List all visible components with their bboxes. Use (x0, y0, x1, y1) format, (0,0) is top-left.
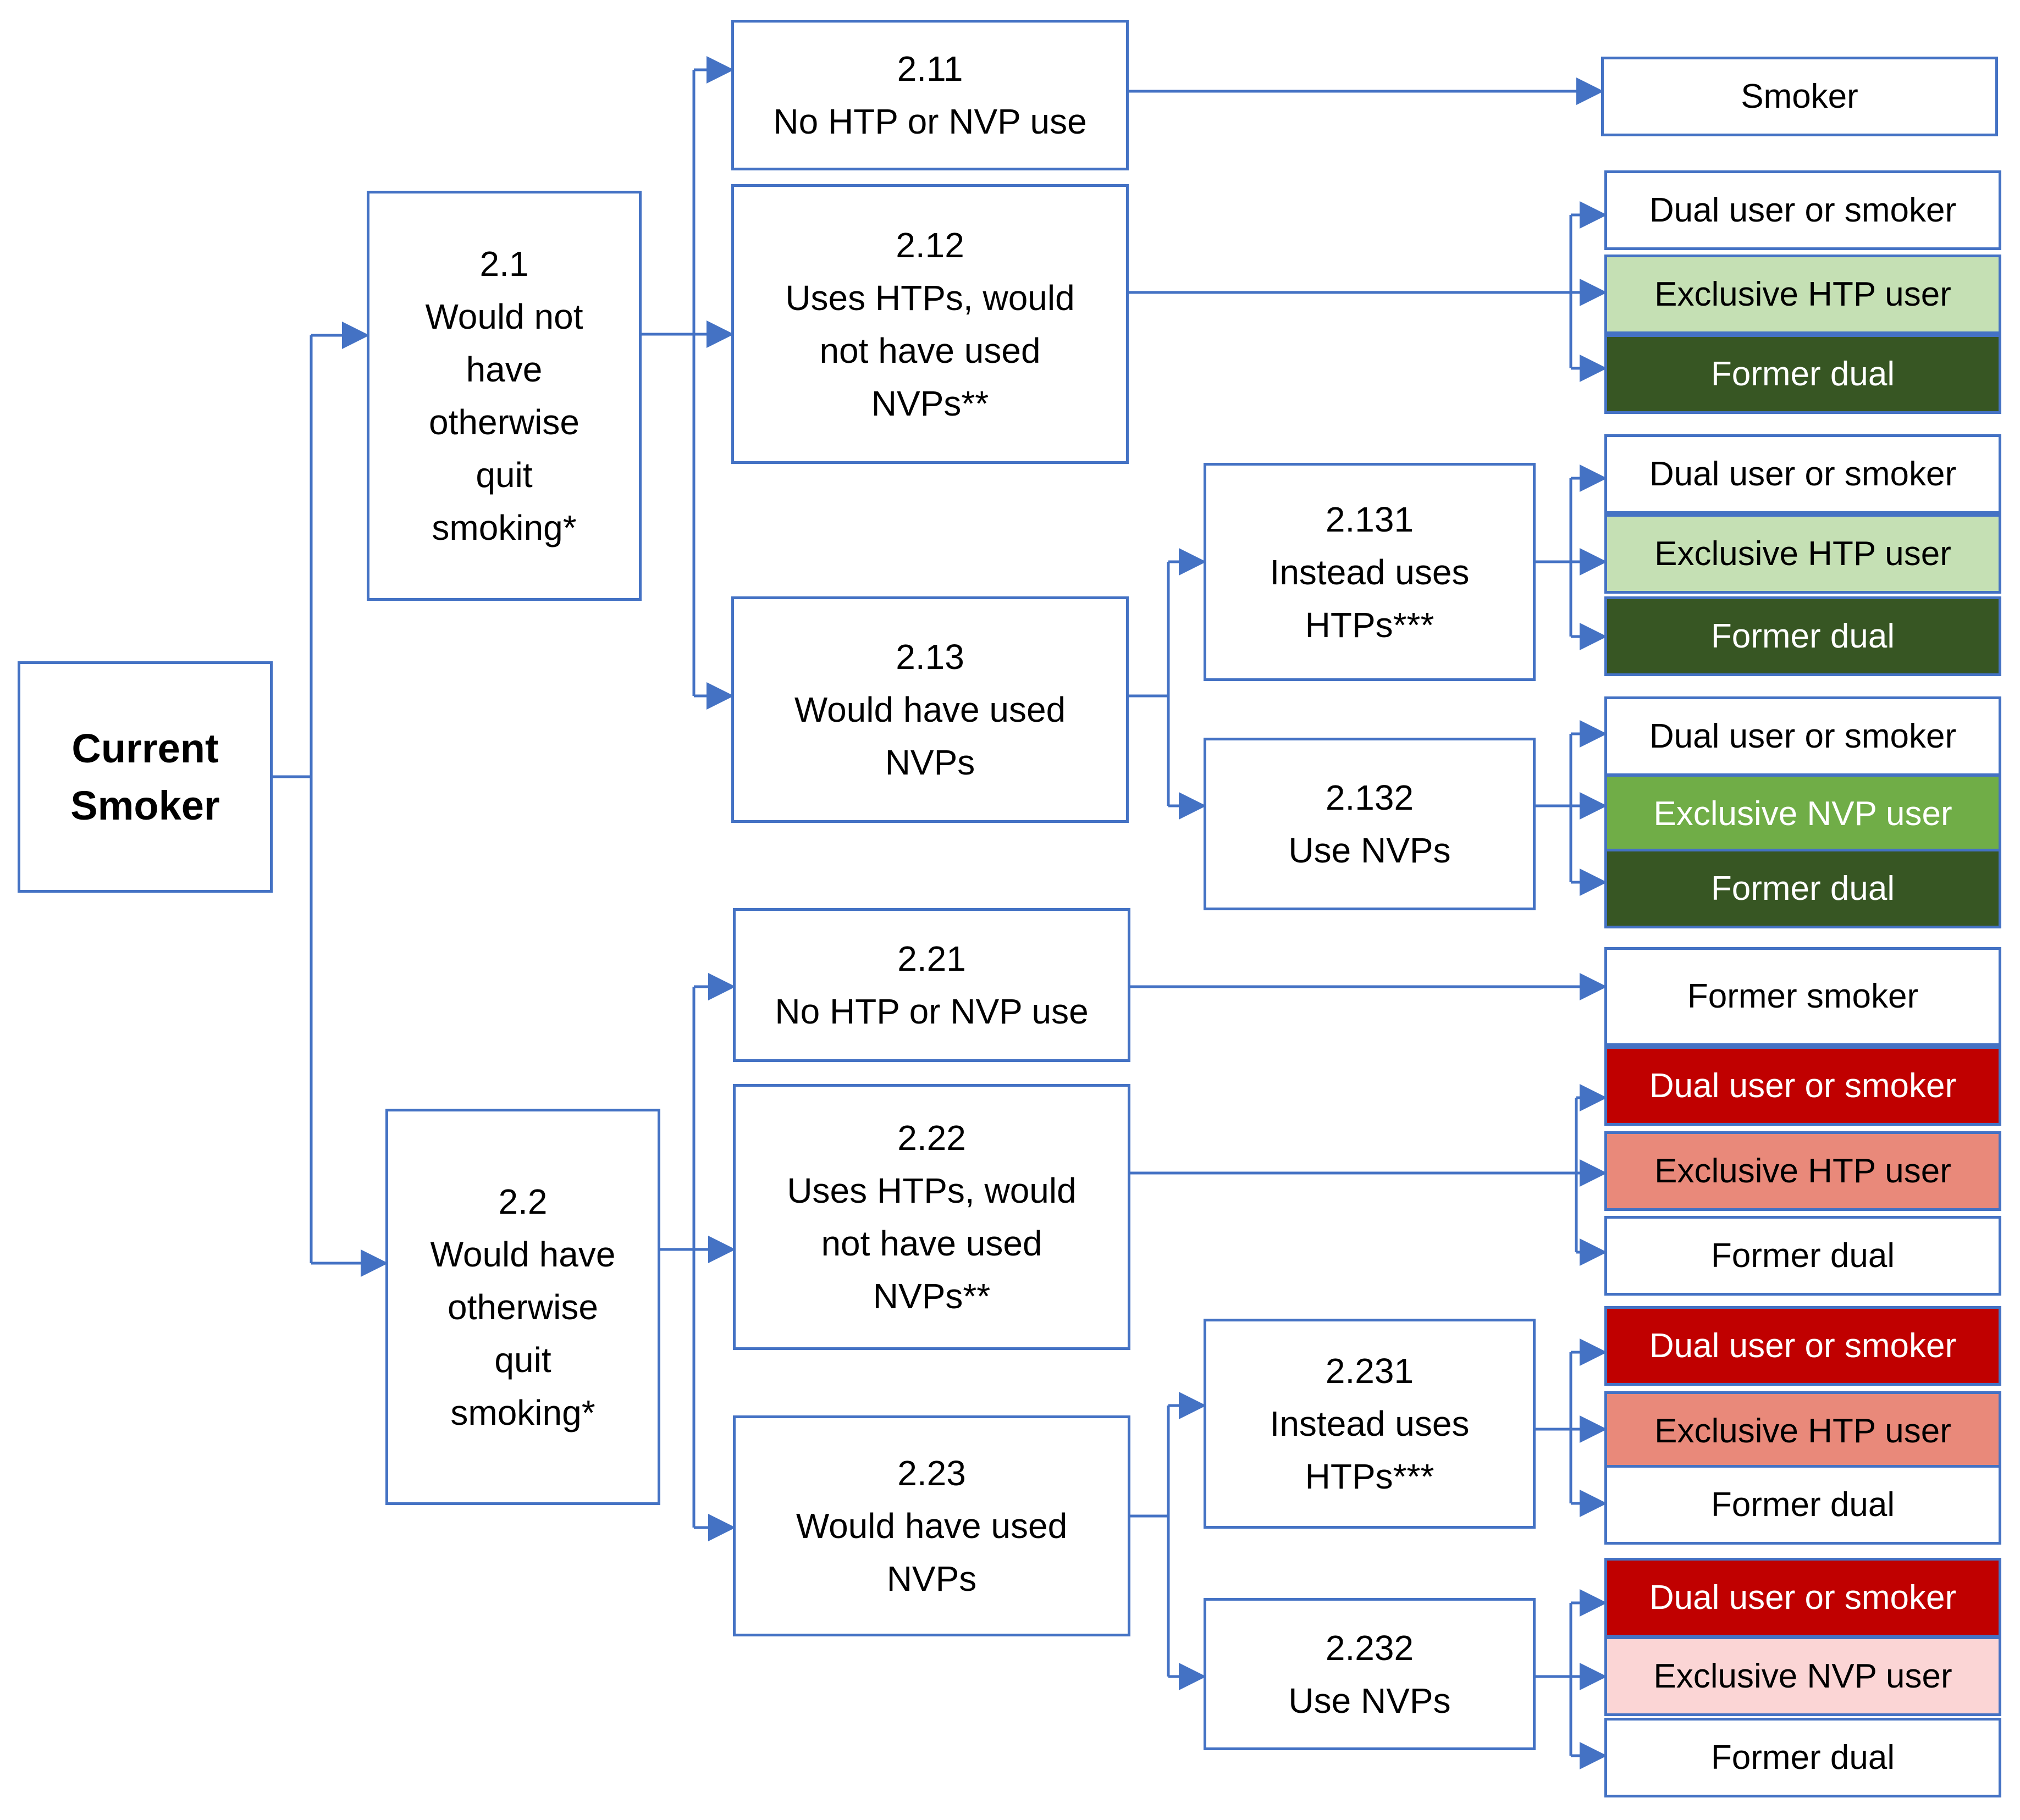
outcome-label: Former dual (1710, 1485, 1895, 1524)
node-line: 2.13 (896, 637, 964, 677)
root-line: Smoker (70, 782, 220, 828)
node-line: No HTP or NVP use (775, 992, 1089, 1031)
node-line: No HTP or NVP use (773, 102, 1087, 141)
outcome-label: Smoker (1741, 77, 1858, 115)
outcome-box: Dual user or smoker (1604, 434, 2001, 514)
node-line: 2.21 (897, 939, 966, 978)
outcome-box: Dual user or smoker (1604, 170, 2001, 250)
node-line: otherwise (448, 1287, 598, 1327)
outcome-box: Exclusive NVP user (1604, 774, 2001, 854)
outcome-box: Exclusive NVP user (1604, 1636, 2001, 1716)
current-smoker-node: Current Smoker (18, 661, 273, 893)
node-line: 2.22 (897, 1118, 966, 1158)
outcome-box: Former dual (1604, 1465, 2001, 1545)
outcome-box: Exclusive HTP user (1604, 1131, 2001, 1211)
outcome-label: Exclusive HTP user (1654, 1152, 1951, 1190)
node-2-22: 2.22 Uses HTPs, would not have used NVPs… (733, 1084, 1130, 1350)
node-line: Uses HTPs, would (787, 1171, 1077, 1210)
node-2-1: 2.1 Would not have otherwise quit smokin… (367, 191, 642, 601)
node-line: HTPs*** (1305, 605, 1434, 645)
node-line: 2.12 (896, 225, 964, 265)
node-2-13: 2.13 Would have used NVPs (731, 596, 1129, 823)
outcome-label: Exclusive NVP user (1653, 794, 1952, 833)
node-line: 2.232 (1325, 1628, 1414, 1668)
node-line: 2.11 (897, 49, 963, 88)
root-line: Current (71, 725, 219, 771)
outcome-label: Former dual (1710, 617, 1895, 655)
node-line: have (466, 350, 543, 389)
node-line: Would have used (794, 690, 1066, 729)
outcome-box: Exclusive HTP user (1604, 255, 2001, 334)
outcome-box: Exclusive HTP user (1604, 514, 2001, 594)
outcome-label: Dual user or smoker (1649, 1326, 1957, 1365)
outcome-label: Dual user or smoker (1649, 1066, 1957, 1105)
node-line: 2.132 (1325, 778, 1414, 817)
node-line: not have used (821, 1224, 1042, 1263)
node-line: smoking* (450, 1392, 595, 1432)
outcome-box: Exclusive HTP user (1604, 1391, 2001, 1471)
outcome-label: Exclusive HTP user (1654, 534, 1951, 573)
outcome-label: Former dual (1710, 869, 1895, 908)
outcome-label: Exclusive NVP user (1653, 1657, 1952, 1695)
outcome-box: Former dual (1604, 596, 2001, 676)
node-line: 2.131 (1325, 499, 1414, 539)
outcome-box: Former smoker (1604, 947, 2001, 1046)
node-line: quit (476, 455, 533, 495)
outcome-label: Dual user or smoker (1649, 191, 1957, 229)
outcome-box: Former dual (1604, 334, 2001, 414)
outcome-label: Dual user or smoker (1649, 455, 1957, 493)
node-line: quit (494, 1340, 551, 1380)
node-2-132: 2.132 Use NVPs (1204, 738, 1536, 910)
node-line: 2.23 (897, 1453, 966, 1493)
outcome-box: Dual user or smoker (1604, 1306, 2001, 1386)
node-line: Would have used (796, 1506, 1068, 1546)
outcome-label: Former dual (1710, 1738, 1895, 1777)
node-line: Use NVPs (1288, 1680, 1451, 1721)
node-line: NVPs (886, 1559, 977, 1598)
node-2-11: 2.11 No HTP or NVP use (731, 20, 1129, 170)
outcome-label: Former dual (1710, 1236, 1895, 1275)
outcome-box: Dual user or smoker (1604, 696, 2001, 776)
outcome-box: Dual user or smoker (1604, 1558, 2001, 1638)
node-2-23: 2.23 Would have used NVPs (733, 1415, 1130, 1636)
node-line: Instead uses (1270, 1404, 1470, 1443)
node-2-2: 2.2 Would have otherwise quit smoking* (385, 1109, 660, 1505)
outcome-label: Dual user or smoker (1649, 1578, 1957, 1617)
node-line: not have used (819, 330, 1041, 370)
outcome-box: Smoker (1601, 57, 1998, 136)
outcome-box: Former dual (1604, 1216, 2001, 1296)
node-line: NVPs** (871, 383, 989, 423)
node-2-21: 2.21 No HTP or NVP use (733, 908, 1130, 1062)
node-line: Instead uses (1270, 552, 1470, 592)
outcome-label: Former dual (1710, 355, 1895, 393)
node-line: NVPs (885, 743, 975, 782)
outcome-label: Former smoker (1687, 977, 1919, 1015)
node-line: HTPs*** (1305, 1457, 1434, 1496)
node-line: 2.1 (479, 244, 529, 284)
node-2-232: 2.232 Use NVPs (1204, 1598, 1536, 1750)
node-line: otherwise (429, 402, 579, 442)
outcome-label: Dual user or smoker (1649, 717, 1957, 755)
node-line: NVPs** (873, 1276, 991, 1316)
node-line: 2.231 (1325, 1351, 1414, 1391)
node-line: 2.2 (498, 1181, 548, 1221)
node-line: Would not (425, 297, 583, 336)
node-line: Uses HTPs, would (785, 278, 1075, 318)
outcome-label: Exclusive HTP user (1654, 275, 1951, 313)
node-line: Use NVPs (1288, 831, 1451, 870)
node-line: Would have (430, 1234, 616, 1274)
node-2-231: 2.231 Instead uses HTPs*** (1204, 1319, 1536, 1529)
outcome-box: Former dual (1604, 1718, 2001, 1797)
outcome-box: Former dual (1604, 849, 2001, 928)
outcome-label: Exclusive HTP user (1654, 1412, 1951, 1450)
outcome-box: Dual user or smoker (1604, 1046, 2001, 1126)
node-line: smoking* (432, 508, 577, 547)
node-2-12: 2.12 Uses HTPs, would not have used NVPs… (731, 184, 1129, 464)
node-2-131: 2.131 Instead uses HTPs*** (1204, 463, 1536, 681)
